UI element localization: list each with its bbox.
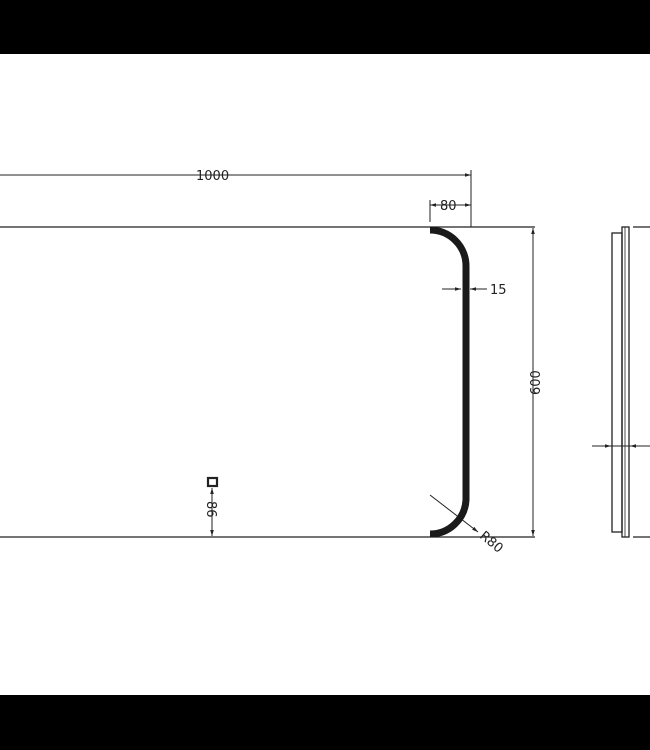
- bottom-letterbox: [0, 695, 650, 750]
- radius-leader-line: [429, 494, 479, 533]
- led-band: [429, 226, 470, 538]
- height-label: 600: [529, 370, 544, 395]
- touch-sensor-square: [206, 476, 219, 488]
- band-width-label: 15: [490, 283, 507, 298]
- radius-label: R80: [476, 529, 505, 557]
- side-view-glass: [621, 226, 630, 538]
- width-label: 1000: [196, 169, 229, 184]
- top-letterbox: [0, 0, 650, 54]
- indicator-offset-label: 86: [203, 501, 218, 518]
- side-view-back-panel: [611, 232, 623, 533]
- offset-label: 80: [440, 199, 457, 214]
